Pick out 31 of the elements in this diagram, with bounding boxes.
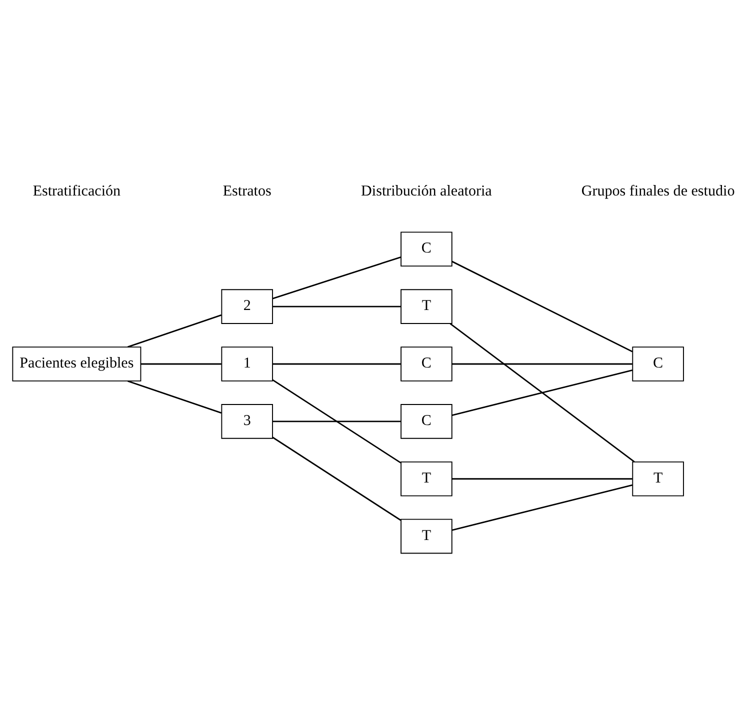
connector <box>272 379 402 464</box>
node-box: C <box>400 232 452 267</box>
node-box: T <box>632 461 684 496</box>
connector <box>272 256 401 300</box>
node-box: C <box>400 346 452 382</box>
connector <box>272 436 402 521</box>
connector <box>452 370 633 416</box>
label: Grupos finales de estudio <box>581 183 735 200</box>
node-box: 1 <box>221 346 273 382</box>
node-box: 3 <box>221 404 273 439</box>
node-box: Pacientes elegibles <box>12 346 142 382</box>
label: Estratificación <box>32 183 121 200</box>
connector <box>452 478 632 480</box>
connector <box>128 314 222 348</box>
label: Estratos <box>222 183 272 200</box>
connector <box>128 380 222 414</box>
connector <box>140 363 222 365</box>
label: Distribución aleatoria <box>361 183 492 200</box>
node-box: T <box>400 461 452 496</box>
connector <box>452 260 633 352</box>
connector <box>450 323 635 462</box>
node-box: C <box>400 404 452 439</box>
connector <box>272 420 401 422</box>
connector <box>452 363 632 365</box>
node-box: T <box>400 518 452 554</box>
connector <box>272 306 401 308</box>
connector <box>272 363 401 365</box>
node-box: C <box>632 346 684 382</box>
node-box: 2 <box>221 289 273 324</box>
node-box: T <box>400 289 452 324</box>
connector <box>452 484 633 531</box>
